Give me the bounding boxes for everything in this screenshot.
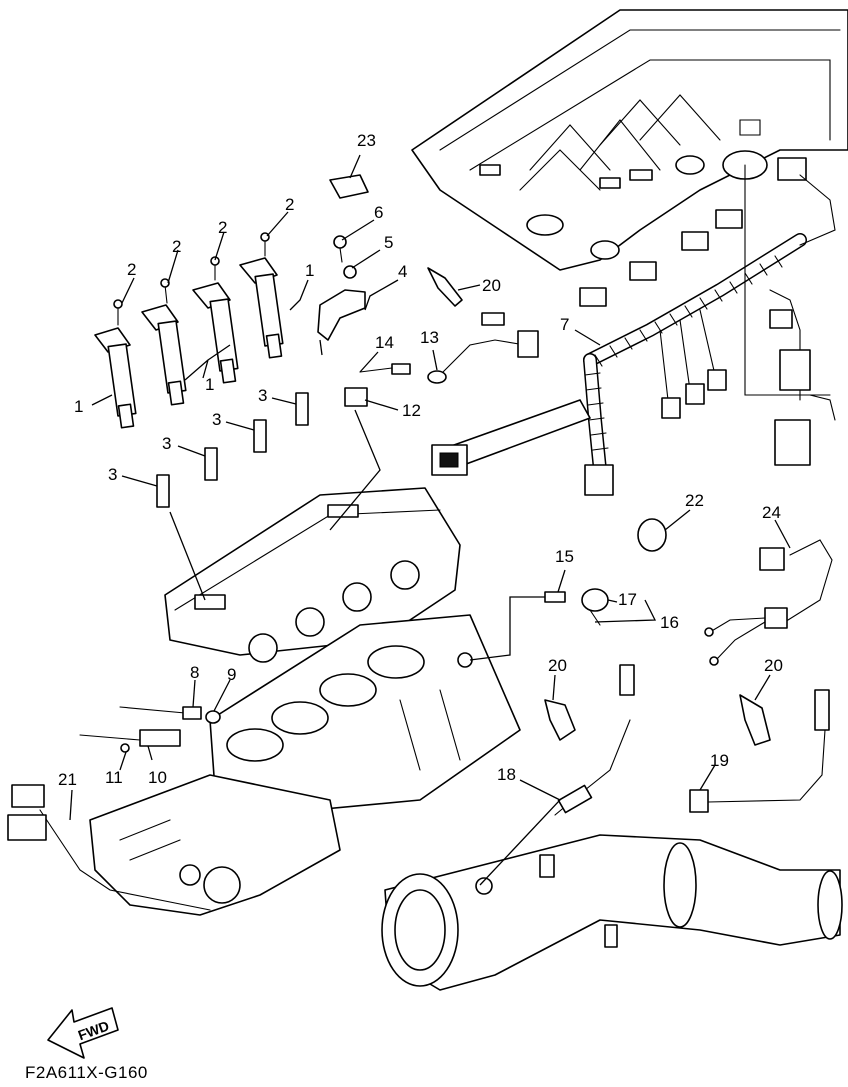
callout-4: 4 bbox=[398, 262, 407, 281]
cylinder-head bbox=[164, 487, 461, 663]
callout-14: 14 bbox=[375, 333, 394, 352]
sensor-lead-13 bbox=[427, 312, 539, 384]
callout-3: 3 bbox=[108, 465, 117, 484]
bolt-5-6 bbox=[333, 235, 357, 279]
callout-10: 10 bbox=[148, 768, 167, 787]
spark-plugs bbox=[156, 392, 309, 508]
callout-2: 2 bbox=[172, 237, 181, 256]
ignition-coil-3 bbox=[192, 282, 239, 384]
callout-12: 12 bbox=[402, 401, 421, 420]
callout-2: 2 bbox=[218, 218, 227, 237]
callout-1: 1 bbox=[205, 375, 214, 394]
callout-11: 11 bbox=[105, 768, 123, 787]
ignition-coil-1 bbox=[94, 327, 137, 429]
callout-6: 6 bbox=[374, 203, 383, 222]
sensor-12-14 bbox=[344, 363, 411, 407]
callout-19: 19 bbox=[710, 751, 729, 770]
grommet-22 bbox=[637, 518, 667, 552]
callout-5: 5 bbox=[384, 233, 393, 252]
callout-3: 3 bbox=[258, 386, 267, 405]
callout-8: 8 bbox=[190, 663, 199, 682]
sensor-18 bbox=[544, 664, 635, 816]
ignition-coils bbox=[94, 232, 284, 429]
callout-3: 3 bbox=[212, 410, 221, 429]
callout-17: 17 bbox=[618, 590, 637, 609]
callout-labels: 1 1 1 2 2 2 2 3 3 3 3 4 5 6 7 8 9 10 11 … bbox=[58, 131, 783, 789]
ignition-coil-4 bbox=[239, 257, 284, 359]
sensor-19 bbox=[689, 689, 830, 813]
cylinder-block bbox=[209, 614, 521, 816]
callout-1: 1 bbox=[74, 397, 83, 416]
callout-9: 9 bbox=[227, 665, 236, 684]
callout-20: 20 bbox=[482, 276, 501, 295]
callout-18: 18 bbox=[497, 765, 516, 784]
callout-15: 15 bbox=[555, 547, 574, 566]
sensor-15-17 bbox=[544, 588, 609, 626]
callout-3: 3 bbox=[162, 434, 171, 453]
coil-bracket-4 bbox=[317, 289, 366, 341]
lead-21 bbox=[7, 784, 211, 911]
upper-housing bbox=[411, 9, 848, 271]
figure-code: F2A611X-G160 bbox=[25, 1063, 148, 1082]
callout-2: 2 bbox=[127, 260, 136, 279]
callout-21: 21 bbox=[58, 770, 77, 789]
exhaust-pipe bbox=[381, 834, 843, 991]
callout-13: 13 bbox=[420, 328, 439, 347]
band-20-top bbox=[427, 267, 463, 307]
lead-24 bbox=[704, 539, 833, 666]
callout-20: 20 bbox=[764, 656, 783, 675]
leader-lines bbox=[69, 154, 791, 886]
callout-23: 23 bbox=[357, 131, 376, 150]
callout-20: 20 bbox=[548, 656, 567, 675]
callout-24: 24 bbox=[762, 503, 781, 522]
callout-2: 2 bbox=[285, 195, 294, 214]
coil-bolts bbox=[113, 232, 270, 326]
callout-1: 1 bbox=[305, 261, 314, 280]
sensors-8-9-10-11 bbox=[79, 706, 221, 753]
callout-22: 22 bbox=[685, 491, 704, 510]
wire-harness bbox=[431, 157, 836, 496]
callout-7: 7 bbox=[560, 315, 569, 334]
ignition-coil-2 bbox=[141, 304, 187, 406]
band-23 bbox=[329, 174, 369, 199]
fwd-arrow: FWD bbox=[47, 1007, 119, 1059]
exhaust-manifold bbox=[89, 774, 341, 916]
callout-16: 16 bbox=[660, 613, 679, 632]
